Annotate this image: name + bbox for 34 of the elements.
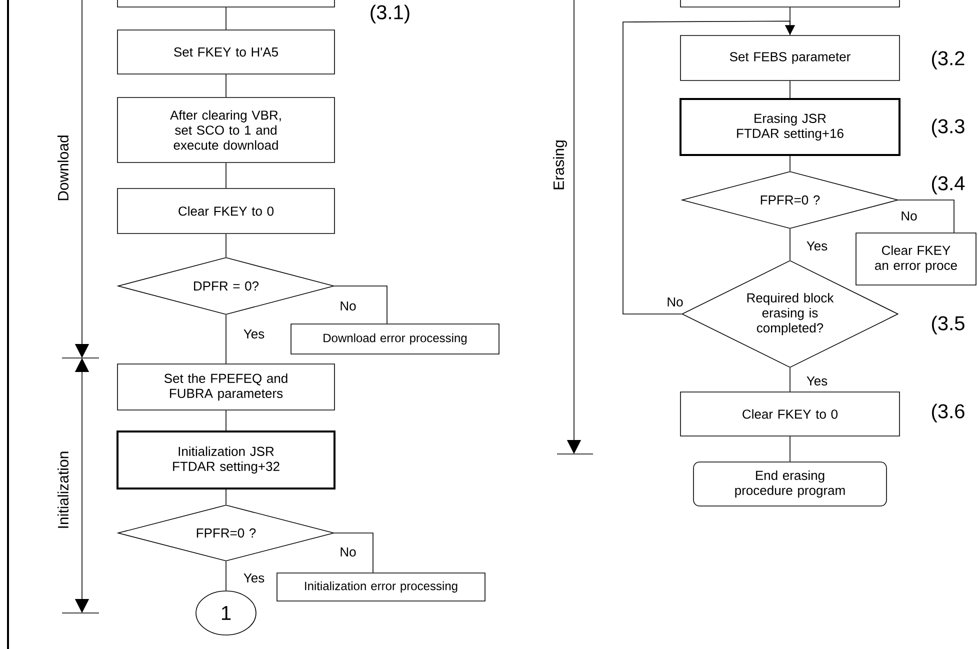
- terminal-box: End erasing procedure program: [693, 462, 887, 506]
- connector: [334, 286, 388, 324]
- step-number: (3.3: [932, 118, 964, 138]
- process-box: Set the FPEFEQ and FUBRA parameters: [117, 364, 335, 410]
- process-box: Clear FKEY to 0: [117, 188, 335, 234]
- error-box: Initialization error processing: [276, 572, 486, 602]
- process-box: Clear FKEY to 0: [680, 392, 900, 436]
- phase-label: Initialization: [58, 452, 68, 528]
- phase-label: Erasing: [553, 140, 567, 190]
- edge-label: Yes: [805, 375, 829, 387]
- connector: [898, 200, 954, 233]
- subroutine-box: Erasing JSR FTDAR setting+16: [680, 98, 900, 156]
- step-number: (3.2: [932, 50, 964, 70]
- subroutine-box: Initialization JSR FTDAR setting+32: [116, 430, 336, 490]
- process-box: Set FKEY to H'A5: [117, 30, 335, 74]
- step-number: (3.5: [932, 316, 964, 334]
- step-number: (3.1): [370, 4, 410, 24]
- edge-label: No: [900, 210, 918, 222]
- process-box: After clearing VBR, set SCO to 1 and execute download: [117, 97, 335, 163]
- process-box: Set FEBS parameter: [680, 35, 900, 81]
- step-number: (3.6: [932, 404, 964, 422]
- error-box: Download error processing: [290, 324, 500, 354]
- edge-label: Yes: [242, 328, 266, 340]
- process-box: [680, 0, 900, 8]
- process-box: Clear FKEY an error proce: [856, 232, 976, 286]
- connector: [334, 532, 374, 573]
- process-box: [117, 0, 335, 8]
- edge-label: No: [338, 546, 358, 558]
- phase-label: Download: [58, 136, 68, 200]
- edge-label: Yes: [242, 572, 266, 584]
- connector: [622, 20, 796, 314]
- step-number: (3.4: [932, 176, 965, 194]
- edge-label: Yes: [805, 240, 829, 252]
- edge-label: No: [338, 300, 358, 312]
